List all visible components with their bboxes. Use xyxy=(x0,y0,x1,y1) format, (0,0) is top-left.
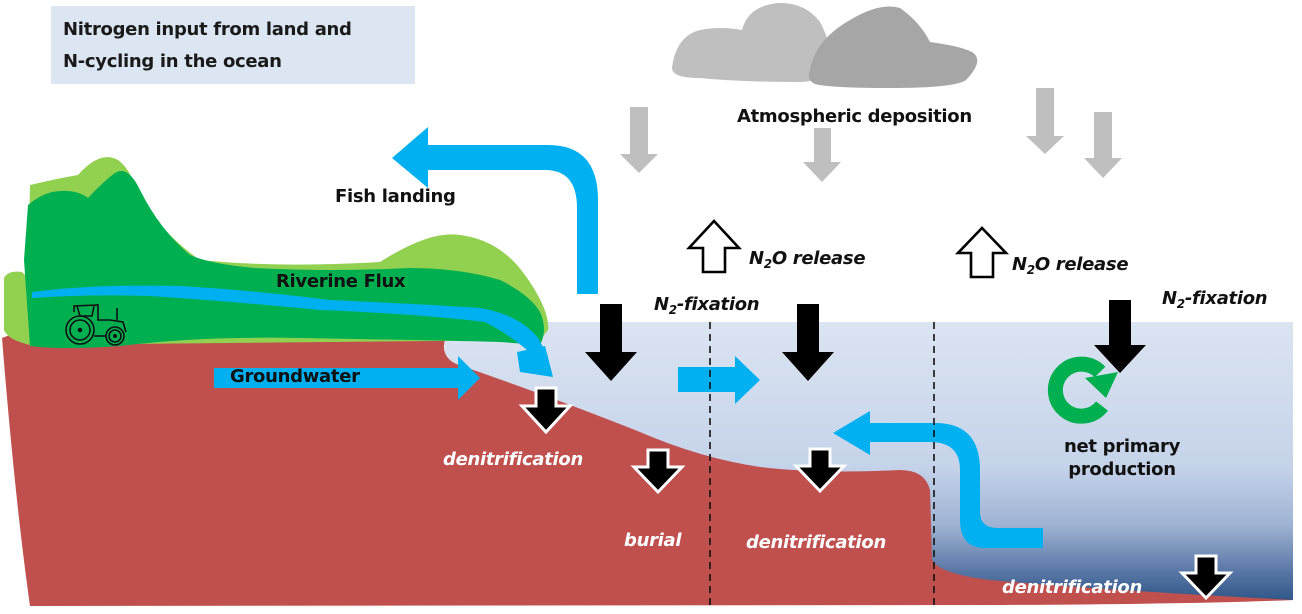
n2-fixation-2-suffix: -fixation xyxy=(1184,288,1268,309)
n2-fixation-arrow-3 xyxy=(1094,300,1146,373)
title-line-2: N-cycling in the ocean xyxy=(63,51,282,72)
n2o-release-1-suffix: O release xyxy=(771,248,866,269)
deposition-arrow-3 xyxy=(1026,88,1064,154)
deposition-arrow-2 xyxy=(803,128,841,182)
n2o-release-2-subscript: 2 xyxy=(1026,263,1035,277)
n2o-release-arrow-2 xyxy=(954,226,1010,279)
title-line-1: Nitrogen input from land and xyxy=(63,19,352,40)
n2o-release-arrow-1 xyxy=(686,219,742,274)
sediment-flux-arrows xyxy=(518,386,1234,601)
n2-fixation-arrow-1 xyxy=(585,304,637,381)
label-riverine-flux: Riverine Flux xyxy=(276,271,406,292)
n2-fixation-1-subscript: 2 xyxy=(668,303,677,317)
label-burial: burial xyxy=(624,530,682,551)
groundwater-arrow xyxy=(214,356,480,400)
cloud-light xyxy=(672,2,830,83)
n2-fixation-2-subscript: 2 xyxy=(1176,297,1185,311)
cloud-dark xyxy=(808,6,978,88)
burial-arrow xyxy=(630,448,686,495)
label-atmospheric-deposition: Atmospheric deposition xyxy=(737,106,972,127)
deposition-arrow-4 xyxy=(1084,112,1122,178)
label-fish-landing: Fish landing xyxy=(335,186,456,207)
n2o-release-2-suffix: O release xyxy=(1034,254,1129,275)
diagram-title: Nitrogen input from land and N-cycling i… xyxy=(63,14,352,78)
label-groundwater: Groundwater xyxy=(230,366,360,387)
deposition-arrows xyxy=(620,88,1122,182)
label-denitrification-deep: denitrification xyxy=(1002,577,1143,598)
coastal-to-shelf-arrow xyxy=(678,356,760,404)
n2-fixation-1-suffix: -fixation xyxy=(676,294,760,315)
denitrification-arrow-shelf xyxy=(792,447,848,494)
denitrification-arrow-coastal xyxy=(518,386,574,435)
label-n2o-release-1: N2O release xyxy=(749,248,866,272)
label-n2-fixation-1: N2-fixation xyxy=(654,294,760,318)
deposition-arrow-1 xyxy=(620,107,658,173)
npp-line-1: net primary xyxy=(1063,436,1181,457)
riverine-flux-arrowhead xyxy=(517,346,553,377)
n2o-release-1-subscript: 2 xyxy=(763,257,772,271)
label-net-primary-production: net primary production xyxy=(1062,436,1182,481)
npp-cycle-icon xyxy=(1047,356,1118,424)
title-box: Nitrogen input from land and N-cycling i… xyxy=(51,6,415,84)
label-n2-fixation-2: N2-fixation xyxy=(1162,288,1268,312)
land-hills-dark xyxy=(24,171,544,348)
tractor-icon xyxy=(65,304,127,346)
upwelling-arrow xyxy=(833,411,1043,548)
river xyxy=(32,285,548,365)
fish-landing-arrow xyxy=(392,127,598,294)
label-denitrification-shelf: denitrification xyxy=(746,532,887,553)
n2-fixation-1-prefix: N xyxy=(654,294,669,315)
denitrification-arrow-deep xyxy=(1178,554,1234,601)
n2-fixation-arrow-2 xyxy=(782,304,834,381)
label-n2o-release-2: N2O release xyxy=(1012,254,1129,278)
n2-fixation-2-prefix: N xyxy=(1162,288,1177,309)
n2o-release-2-prefix: N xyxy=(1012,254,1027,275)
label-denitrification-coastal: denitrification xyxy=(443,449,584,470)
npp-line-2: production xyxy=(1068,458,1176,480)
n2o-release-1-prefix: N xyxy=(749,248,764,269)
